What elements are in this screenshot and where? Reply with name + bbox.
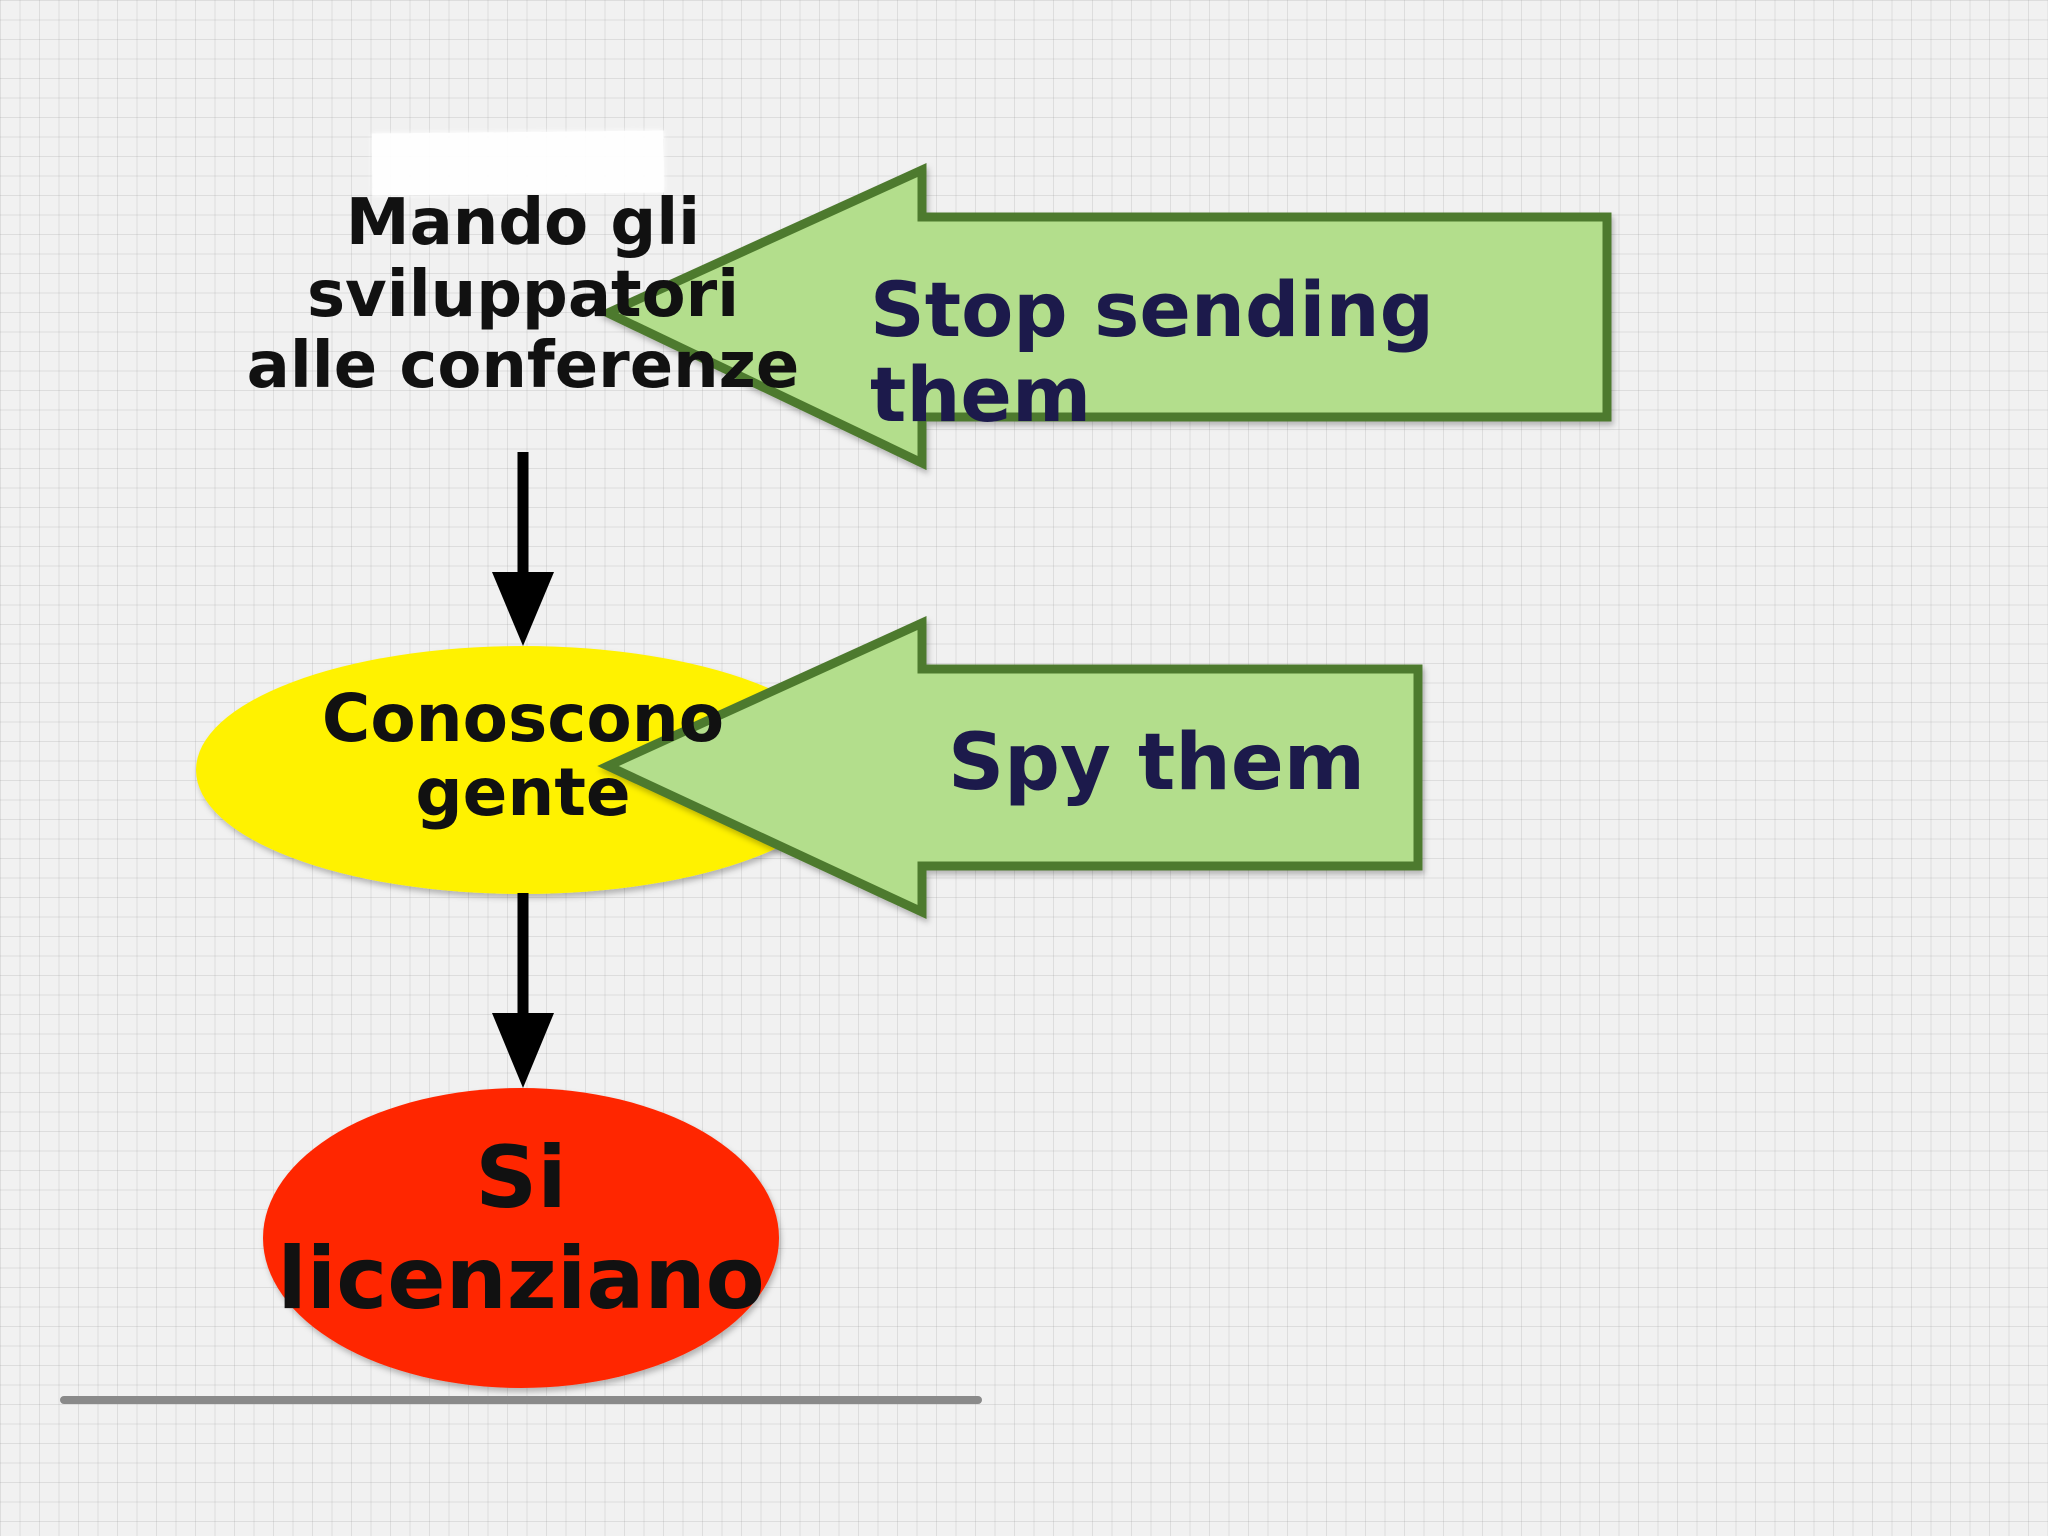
- callout-spy-them-label: Spy them: [948, 718, 1366, 808]
- node-si-licenziano-ellipse: [263, 1088, 779, 1388]
- node-conoscono-gente-ellipse: [196, 646, 850, 894]
- callout-arrow-stop-sending: [597, 163, 1612, 471]
- node-mando-sviluppatori-label: Mando gli sviluppatori alle conferenze: [246, 186, 800, 404]
- arrowhead-down-1: [492, 572, 554, 646]
- node-conoscono-gente-label: Conoscono gente: [321, 680, 725, 831]
- callout-arrow-spy-them: [597, 616, 1423, 920]
- arrowhead-down-2: [492, 1013, 554, 1088]
- callout-stop-sending-label: Stop sending them: [870, 265, 1434, 440]
- node-si-licenziano-label: Si licenziano: [277, 1128, 765, 1330]
